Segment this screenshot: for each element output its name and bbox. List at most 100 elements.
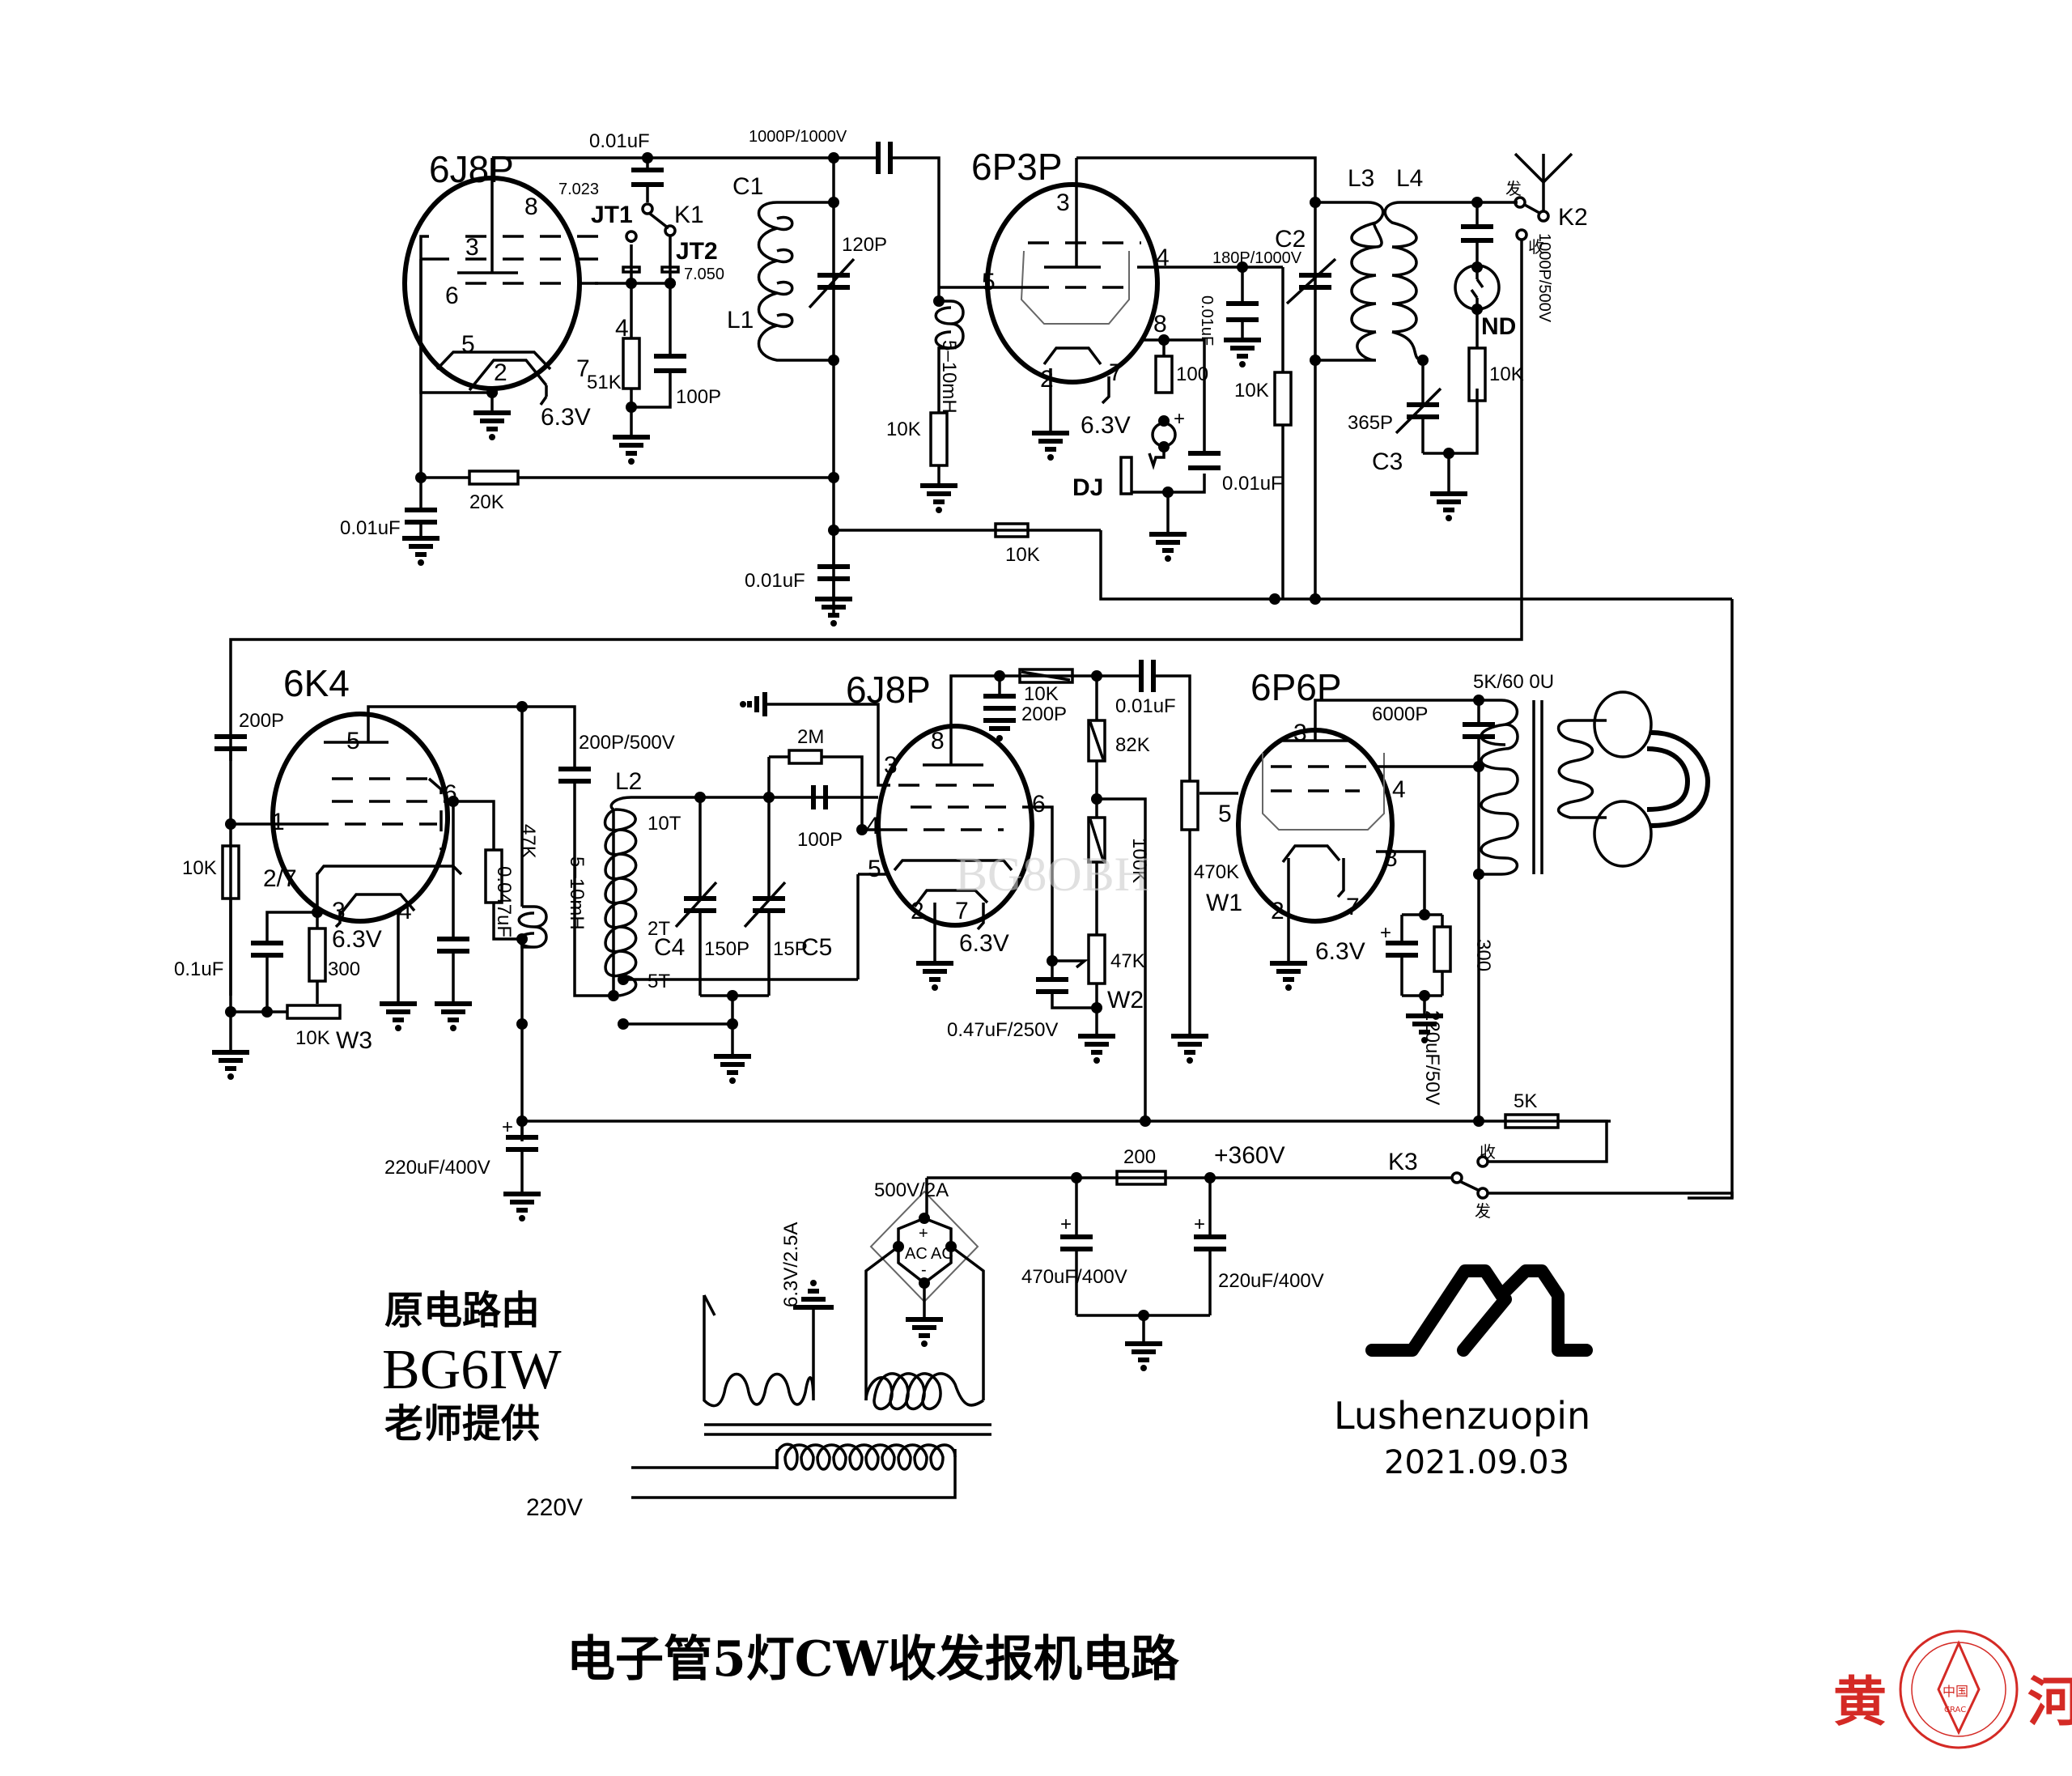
switch-contact[interactable] xyxy=(625,230,638,243)
ground-symbol xyxy=(916,961,953,991)
tube5-label: 6P6P xyxy=(1250,666,1342,708)
tap-label: 10T xyxy=(648,813,681,835)
switch-k2[interactable] xyxy=(1522,202,1540,215)
ground-symbol xyxy=(1224,338,1261,368)
l1-label: L1 xyxy=(727,307,754,334)
pin-label: 3 xyxy=(884,752,898,779)
switch-contact[interactable] xyxy=(1476,1155,1489,1168)
stamp-center: 中国 xyxy=(1942,1684,1968,1699)
pot-value: 47K xyxy=(1110,950,1145,972)
ground-symbol xyxy=(473,410,511,440)
pin-label: 6 xyxy=(1032,791,1046,818)
c1-label: C1 xyxy=(732,173,763,200)
bridge-label: 500V/2A xyxy=(874,1179,949,1201)
pin-label: 7 xyxy=(955,898,969,924)
pin-label: 5 xyxy=(461,331,475,358)
l3-label: L3 xyxy=(1348,165,1374,192)
crystal-jt1-freq: 7.023 xyxy=(558,181,599,198)
res-label: 10K xyxy=(1005,544,1040,566)
crystal-jt1 xyxy=(622,266,641,274)
c2-label: C2 xyxy=(1275,226,1306,253)
switch-k1-label: K1 xyxy=(674,202,704,228)
tube-6p3p xyxy=(985,156,1317,385)
pin-label: 6 xyxy=(445,283,459,309)
inductor-l1 xyxy=(757,201,834,362)
pin-label: 2 xyxy=(911,898,924,924)
cap-label: 200P xyxy=(1021,703,1067,725)
res-label: 300 xyxy=(1472,939,1494,971)
res-label: 5K xyxy=(1514,1090,1537,1112)
switch-contact[interactable] xyxy=(1476,1187,1489,1200)
heater-winding-label: 6.3V/2.5A xyxy=(780,1222,802,1307)
resistor-20k xyxy=(468,469,520,486)
ground-symbol xyxy=(714,1054,751,1084)
c3-label: C3 xyxy=(1372,448,1403,475)
cap-label: 470uF/400V xyxy=(1021,1266,1127,1288)
c4-label: C4 xyxy=(654,934,685,961)
pin-label: 8 xyxy=(1384,845,1398,872)
switch-contact[interactable] xyxy=(1450,1171,1463,1184)
res-label: 10K xyxy=(1489,363,1524,385)
pin-label: 3 xyxy=(1293,720,1307,746)
resistor-2m xyxy=(788,749,823,765)
switch-k1[interactable] xyxy=(648,212,670,230)
tube-6j8p-oscillator xyxy=(402,156,834,406)
cap-label: 0.01uF xyxy=(1115,695,1176,717)
crystal-jt2-label: JT2 xyxy=(676,238,718,265)
tube-6j8p-audio xyxy=(876,674,1097,928)
res-label: 51K xyxy=(587,372,622,393)
stamp-left-char: 黄 xyxy=(1833,1670,1887,1733)
stamp-badge: CRAC xyxy=(1944,1706,1966,1714)
output-transformer xyxy=(1479,699,1607,876)
polarity-label: + xyxy=(1060,1213,1072,1235)
key-dj[interactable] xyxy=(1119,456,1133,495)
cap-label: 220uF/50V xyxy=(1421,1010,1443,1105)
pin-label: 2 xyxy=(494,359,507,386)
credit-line-3: 老师提供 xyxy=(384,1401,540,1447)
ground-symbol xyxy=(1078,1034,1115,1064)
credit-callsign: BG6IW xyxy=(382,1339,562,1401)
crystal-jt2-freq: 7.050 xyxy=(684,266,724,283)
potentiometer-w2[interactable] xyxy=(1087,933,1106,985)
watermark-text: BG8OBH xyxy=(955,848,1149,901)
polarity-label: + xyxy=(1174,408,1185,430)
tube-6p6p xyxy=(1236,699,1479,924)
cap-label: 220uF/400V xyxy=(1218,1270,1324,1292)
tx-label: 发 xyxy=(1475,1202,1491,1221)
credit-line-1: 原电路由 xyxy=(384,1288,540,1333)
pin-label: 5 xyxy=(1218,801,1232,827)
tube2-label: 6P3P xyxy=(971,146,1063,188)
ground-symbol xyxy=(1125,1341,1162,1371)
res-label: 10K xyxy=(1024,683,1059,705)
heater-label: 6.3V xyxy=(541,404,591,431)
cap-label: 365P xyxy=(1348,412,1393,434)
ground-symbol xyxy=(212,1050,249,1080)
switch-contact[interactable] xyxy=(1537,210,1550,223)
ground-symbol xyxy=(906,1317,943,1347)
switch-k3-label: K3 xyxy=(1388,1149,1418,1175)
bridge-minus: - xyxy=(921,1261,927,1279)
switch-contact[interactable] xyxy=(1514,196,1526,209)
pin-label: 2 xyxy=(1271,898,1284,924)
res-label: 100 xyxy=(1176,363,1208,385)
pin-label: 7 xyxy=(1109,359,1123,386)
potentiometer-w1[interactable] xyxy=(1180,780,1199,831)
rx-label: 收 xyxy=(1480,1143,1496,1162)
pot-label: W3 xyxy=(336,1027,372,1054)
author-name: Lushenzuopin xyxy=(1334,1394,1590,1438)
heater-label: 6.3V xyxy=(1315,938,1365,965)
resistor-100 xyxy=(1154,355,1174,394)
potentiometer-w3[interactable] xyxy=(286,1004,342,1020)
mains-label: 220V xyxy=(526,1494,583,1521)
switch-k3[interactable] xyxy=(1460,1180,1479,1192)
neon-label: ND xyxy=(1481,313,1516,340)
page-title: 电子管5灯CW收发报机电路 xyxy=(567,1631,1180,1688)
bridge-ac: AC xyxy=(931,1245,953,1263)
pot-value: 10K xyxy=(295,1027,330,1049)
switch-contact[interactable] xyxy=(664,224,677,237)
tube1-label: 6J8P xyxy=(429,148,514,190)
resistor-10k xyxy=(994,522,1030,538)
heater-label: 6.3V xyxy=(959,930,1009,957)
switch-contact[interactable] xyxy=(1515,228,1528,241)
rfc-label: 5–10mH xyxy=(566,856,588,930)
